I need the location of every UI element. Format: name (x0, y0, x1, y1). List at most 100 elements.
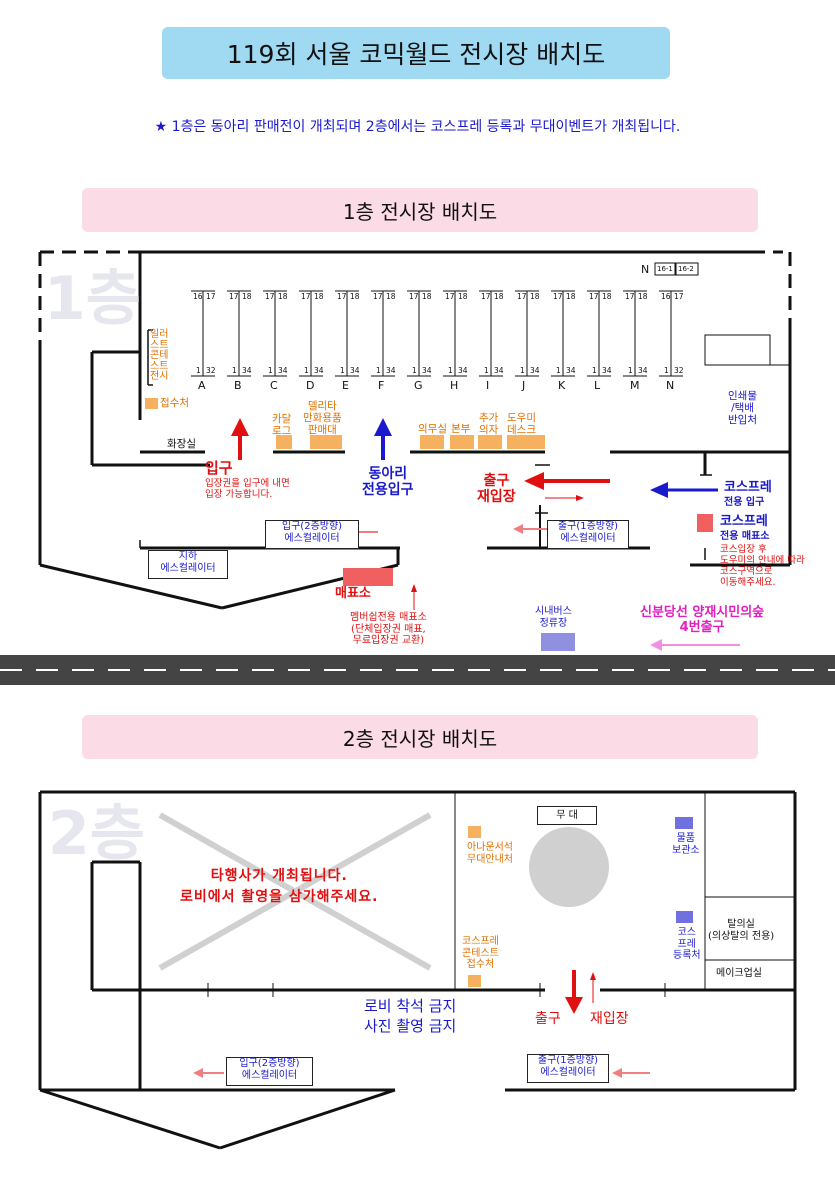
booth-num-top-right: 18 (494, 292, 504, 301)
booth-num-bottom-left: 1 (592, 366, 597, 375)
booth-row-letter: K (558, 379, 566, 392)
booth-num-top-left: 17 (301, 292, 311, 301)
booth-row-letter: E (342, 379, 349, 392)
booth-num-top-left: 17 (481, 292, 491, 301)
entrance-note: 입장권을 입구에 내면 입장 가능합니다. (205, 478, 290, 500)
booth-num-top-left: 17 (445, 292, 455, 301)
cosplay-note: 코스입장 후 도우미의 안내에 따라 코스구역으로 이동해주세요. (720, 544, 805, 588)
booth-row-letter: I (486, 379, 490, 392)
ticket-office-label: 매표소 (335, 586, 371, 601)
n16-2-label: 16-2 (678, 265, 694, 273)
booth-num-bottom-right: 34 (278, 366, 288, 375)
booth-num-bottom-right: 34 (350, 366, 360, 375)
booth-num-bottom-left: 1 (196, 366, 201, 375)
station-exit-label: 신분당선 양재시민의숲 4번출구 (640, 605, 765, 635)
restroom-label: 화장실 (167, 438, 196, 450)
escalator-down-2f-box: 출구(1층방향) 에스컬레이터 (527, 1054, 609, 1083)
floor1-banner: 1층 전시장 배치도 (82, 188, 758, 232)
booth-num-bottom-right: 34 (242, 366, 252, 375)
booth-num-top-right: 18 (350, 292, 360, 301)
booth-num-top-left: 17 (625, 292, 635, 301)
booth-num-top-right: 18 (386, 292, 396, 301)
page-title: 119회 서울 코믹월드 전시장 배치도 (162, 27, 670, 79)
booth-num-bottom-left: 1 (628, 366, 633, 375)
booth-num-top-right: 17 (206, 292, 216, 301)
booth-num-bottom-right: 34 (314, 366, 324, 375)
deliverita-label: 델리타 만화용품 판매대 (303, 400, 342, 437)
exit-reentry-label: 출구 재입장 (477, 473, 516, 506)
booth-num-bottom-left: 1 (376, 366, 381, 375)
booth-num-top-left: 17 (517, 292, 527, 301)
booth-row-letter: L (594, 379, 601, 392)
booth-num-bottom-right: 34 (638, 366, 648, 375)
booth-row-letter: D (306, 379, 315, 392)
booth-num-bottom-right: 32 (674, 366, 684, 375)
cosplay-entrance-a: 코스프레 (724, 480, 772, 495)
stage-label: 무 대 (537, 806, 597, 825)
booth-num-bottom-left: 1 (520, 366, 525, 375)
dressing-room-label: 탈의실 (의상탈의 전용) (708, 919, 775, 942)
booth-row-letter: F (378, 379, 385, 392)
cosplay-entrance-b: 전용 입구 (724, 497, 765, 508)
club-entrance-label: 동아리 전용입구 (362, 466, 414, 499)
cosplay-reg-label: 코스 프레 등록처 (673, 927, 701, 961)
booth-num-bottom-right: 34 (422, 366, 432, 375)
booth-row-letter: J (522, 379, 526, 392)
booth-num-top-left: 17 (373, 292, 383, 301)
booth-num-top-left: 17 (589, 292, 599, 301)
booth-num-top-right: 18 (314, 292, 324, 301)
booth-row-letter: B (234, 379, 242, 392)
booth-num-top-right: 18 (566, 292, 576, 301)
reentry-label-2f: 재입장 (590, 1011, 629, 1027)
booth-row-letter: A (198, 379, 206, 392)
booth-num-top-right: 18 (242, 292, 252, 301)
info-desk-label: 아나운서석 무대안내처 (467, 842, 513, 865)
booth-num-bottom-left: 1 (268, 366, 273, 375)
n-corner-label: N (641, 263, 650, 276)
escalator-up-box: 입구(2층방향) 에스컬레이터 (265, 520, 359, 549)
lobby-note: 로비 착석 금지 사진 촬영 금지 (364, 997, 457, 1035)
hq-label: 본부 (451, 423, 471, 435)
booth-row-letter: H (450, 379, 459, 392)
booth-num-top-right: 18 (278, 292, 288, 301)
booth-num-top-left: 17 (553, 292, 563, 301)
booth-num-bottom-right: 34 (530, 366, 540, 375)
escalator-basement-box: 지하 에스컬레이터 (148, 550, 228, 579)
booth-num-top-left: 17 (337, 292, 347, 301)
notice-text: ★ 1층은 동아리 판매전이 개최되며 2층에서는 코스프레 등록과 무대이벤트… (154, 119, 681, 135)
booth-num-bottom-left: 1 (664, 366, 669, 375)
booth-num-top-right: 18 (458, 292, 468, 301)
bus-stop-label: 시내버스 정류장 (535, 606, 572, 629)
booth-num-top-right: 18 (638, 292, 648, 301)
membership-ticket-note: 멤버쉽전용 매표소 (단체입장권 매표, 무료입장권 교환) (350, 612, 427, 646)
booth-num-bottom-right: 32 (206, 366, 216, 375)
cosplay-ticket-b: 전용 매표소 (720, 531, 770, 542)
reception-label: 접수처 (160, 397, 189, 409)
exit-label-2f: 출구 (535, 1011, 561, 1027)
floor1-watermark: 1층 (44, 264, 141, 334)
extra-chairs-label: 추가 의자 (479, 412, 499, 437)
booth-num-top-right: 17 (674, 292, 684, 301)
booth-num-top-left: 16 (193, 292, 203, 301)
booth-num-bottom-right: 34 (494, 366, 504, 375)
booth-num-bottom-left: 1 (448, 366, 453, 375)
storage-label: 물품 보관소 (672, 833, 700, 856)
booth-num-bottom-right: 34 (602, 366, 612, 375)
booth-num-top-left: 16 (661, 292, 671, 301)
booth-num-top-right: 18 (602, 292, 612, 301)
catalog-label: 카달 로그 (272, 413, 292, 438)
booth-num-top-right: 18 (422, 292, 432, 301)
makeup-room-label: 메이크업실 (716, 968, 762, 979)
booth-row-letter: N (666, 379, 675, 392)
booth-num-bottom-left: 1 (556, 366, 561, 375)
entrance-label: 입구 (205, 459, 233, 477)
n16-1-label: 16-1 (657, 265, 673, 273)
booth-row-letter: M (630, 379, 640, 392)
escalator-exit-box: 출구(1층방향) 에스컬레이터 (547, 520, 629, 549)
booth-num-bottom-left: 1 (412, 366, 417, 375)
print-delivery-label: 인쇄물 /택배 반입처 (728, 390, 757, 427)
helper-desk-label: 도우미 데스크 (507, 412, 536, 437)
booth-num-bottom-left: 1 (232, 366, 237, 375)
